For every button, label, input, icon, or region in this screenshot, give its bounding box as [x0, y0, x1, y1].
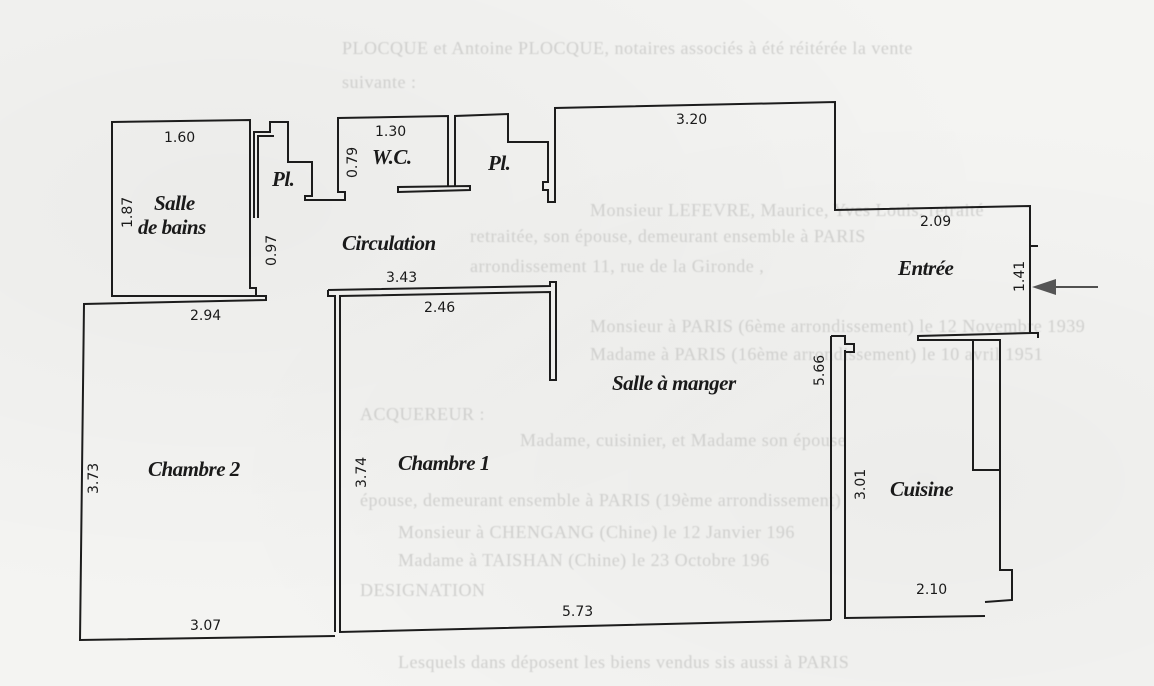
bleed-text-4: retraitée, son épouse, demeurant ensembl…: [470, 226, 866, 246]
dim-sdb-depth: 1.87: [120, 197, 136, 228]
bleed-text-14: Lesquels dans déposent les biens vendus …: [398, 652, 850, 672]
bleed-text-3: Monsieur LEFEVRE, Maurice, Yves Louis, r…: [590, 200, 984, 220]
dim-wc-depth: 0.79: [345, 147, 361, 178]
dim-circulation-side: 0.97: [264, 235, 280, 266]
label-cuisine: Cuisine: [890, 477, 953, 501]
wall-placard-2: [454, 100, 1038, 247]
bleed-text-2: suivante :: [342, 72, 417, 92]
bleed-text-9: Madame, cuisinier, et Madame son épouse: [520, 430, 847, 450]
bleed-text-6: Monsieur à PARIS (6ème arrondissement) l…: [590, 316, 1086, 336]
dim-salle-top: 3.20: [676, 112, 707, 128]
wall-wc-bottom: [397, 184, 471, 194]
bleed-text-5: arrondissement 11, rue de la Gironde ,: [470, 256, 765, 276]
bleed-text-11: Monsieur à CHENGANG (Chine) le 12 Janvie…: [398, 522, 795, 542]
bleed-text-10: épouse, demeurant ensemble à PARIS (19èm…: [360, 490, 842, 510]
dim-wc-width: 1.30: [375, 124, 406, 140]
wall-salle-cuisine: [830, 335, 855, 620]
dim-chambre1-depth: 3.74: [354, 457, 370, 488]
wall-chambre-2: [78, 295, 336, 642]
label-placard-1: Pl.: [271, 167, 294, 191]
dim-salle-depth: 5.66: [812, 355, 828, 386]
label-salle-de-bains-1: Salle: [154, 191, 195, 215]
label-chambre-1: Chambre 1: [398, 451, 490, 475]
wall-cuisine-upper: [972, 340, 1000, 471]
dim-chambre2-bottom: 3.07: [190, 618, 221, 634]
wall-cuisine: [844, 350, 986, 620]
dim-sdb-width: 1.60: [164, 130, 195, 146]
wall-salle-de-bains: [111, 118, 257, 297]
label-entree: Entrée: [897, 256, 954, 280]
dim-chambre2-top: 2.94: [190, 308, 221, 324]
bleed-text-13: DESIGNATION: [360, 580, 486, 600]
label-circulation: Circulation: [342, 231, 436, 255]
walls: [78, 100, 1039, 642]
bleed-text-12: Madame à TAISHAN (Chine) le 23 Octobre 1…: [398, 550, 770, 570]
dim-cuisine-depth: 3.01: [853, 469, 869, 500]
wall-entree-right: [917, 246, 1031, 603]
dim-cuisine-width: 2.10: [916, 582, 947, 598]
dim-salle-bottom: 5.73: [562, 604, 593, 620]
bleed-text-1: PLOCQUE et Antoine PLOCQUE, notaires ass…: [342, 38, 913, 58]
label-wc: W.C.: [372, 145, 412, 169]
label-salle-a-manger: Salle à manger: [612, 371, 737, 395]
bleed-text-7: Madame à PARIS (16ème arrondissement) le…: [590, 344, 1044, 364]
label-placard-2: Pl.: [487, 151, 510, 175]
label-salle-de-bains-2: de bains: [138, 215, 206, 239]
wall-chambre1-left: [327, 290, 336, 632]
dim-circulation-length: 3.43: [386, 270, 417, 286]
dim-entree-width: 2.09: [920, 214, 951, 230]
wall-placard-1: [253, 114, 449, 218]
wall-placard-1-inner: [257, 135, 274, 218]
dim-entree-depth: 1.41: [1012, 261, 1028, 292]
wall-circulation: [327, 281, 832, 634]
dim-chambre1-top: 2.46: [424, 300, 455, 316]
entry-arrow-icon: [1032, 279, 1098, 295]
label-chambre-2: Chambre 2: [148, 457, 241, 481]
dim-chambre2-depth: 3.73: [86, 463, 102, 494]
bleed-text-8: ACQUEREUR :: [360, 404, 486, 424]
wall-entree-stub: [1030, 332, 1039, 338]
